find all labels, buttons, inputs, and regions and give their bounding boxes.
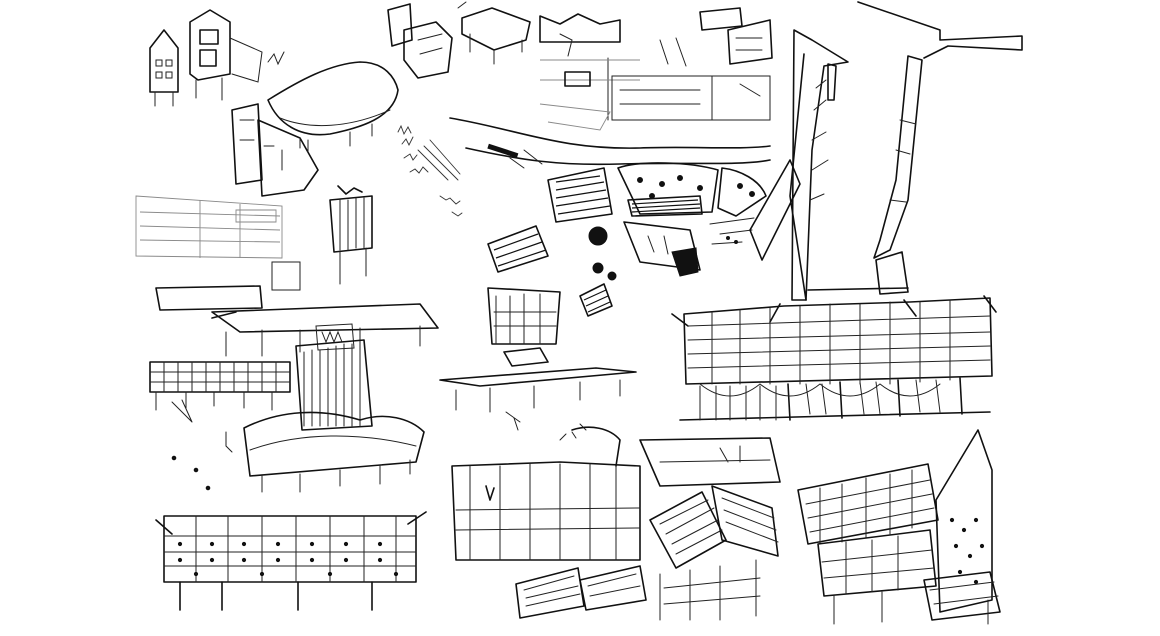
long-slab-building (155, 285, 439, 357)
site-plan-hatch-a (555, 175, 611, 215)
tilted-panel-dots (949, 517, 985, 585)
flat-roof-canopy (439, 367, 637, 441)
site-plan (449, 117, 801, 317)
tall-towers-tree-like (789, 1, 1023, 301)
hatched-tower-box (271, 185, 373, 291)
tilted-panel-building (797, 429, 1001, 625)
curved-roof-pavilion (231, 61, 399, 197)
cube-houses-top (387, 1, 531, 79)
facade-with-dots (155, 511, 427, 611)
curved-vault-box (171, 411, 425, 493)
handwritten-notes-scribble (397, 124, 463, 217)
facade-dots (177, 541, 399, 577)
stacked-slab-building (451, 426, 647, 619)
small-gabled-houses (149, 9, 285, 107)
mid-frame-sketch (487, 287, 561, 367)
angled-roof-buildings (639, 437, 781, 621)
large-grid-facade-building (671, 295, 997, 421)
section-elevation-drawings (539, 7, 773, 131)
left-elevation-faint (135, 195, 283, 259)
grid-facade-building (149, 339, 373, 431)
